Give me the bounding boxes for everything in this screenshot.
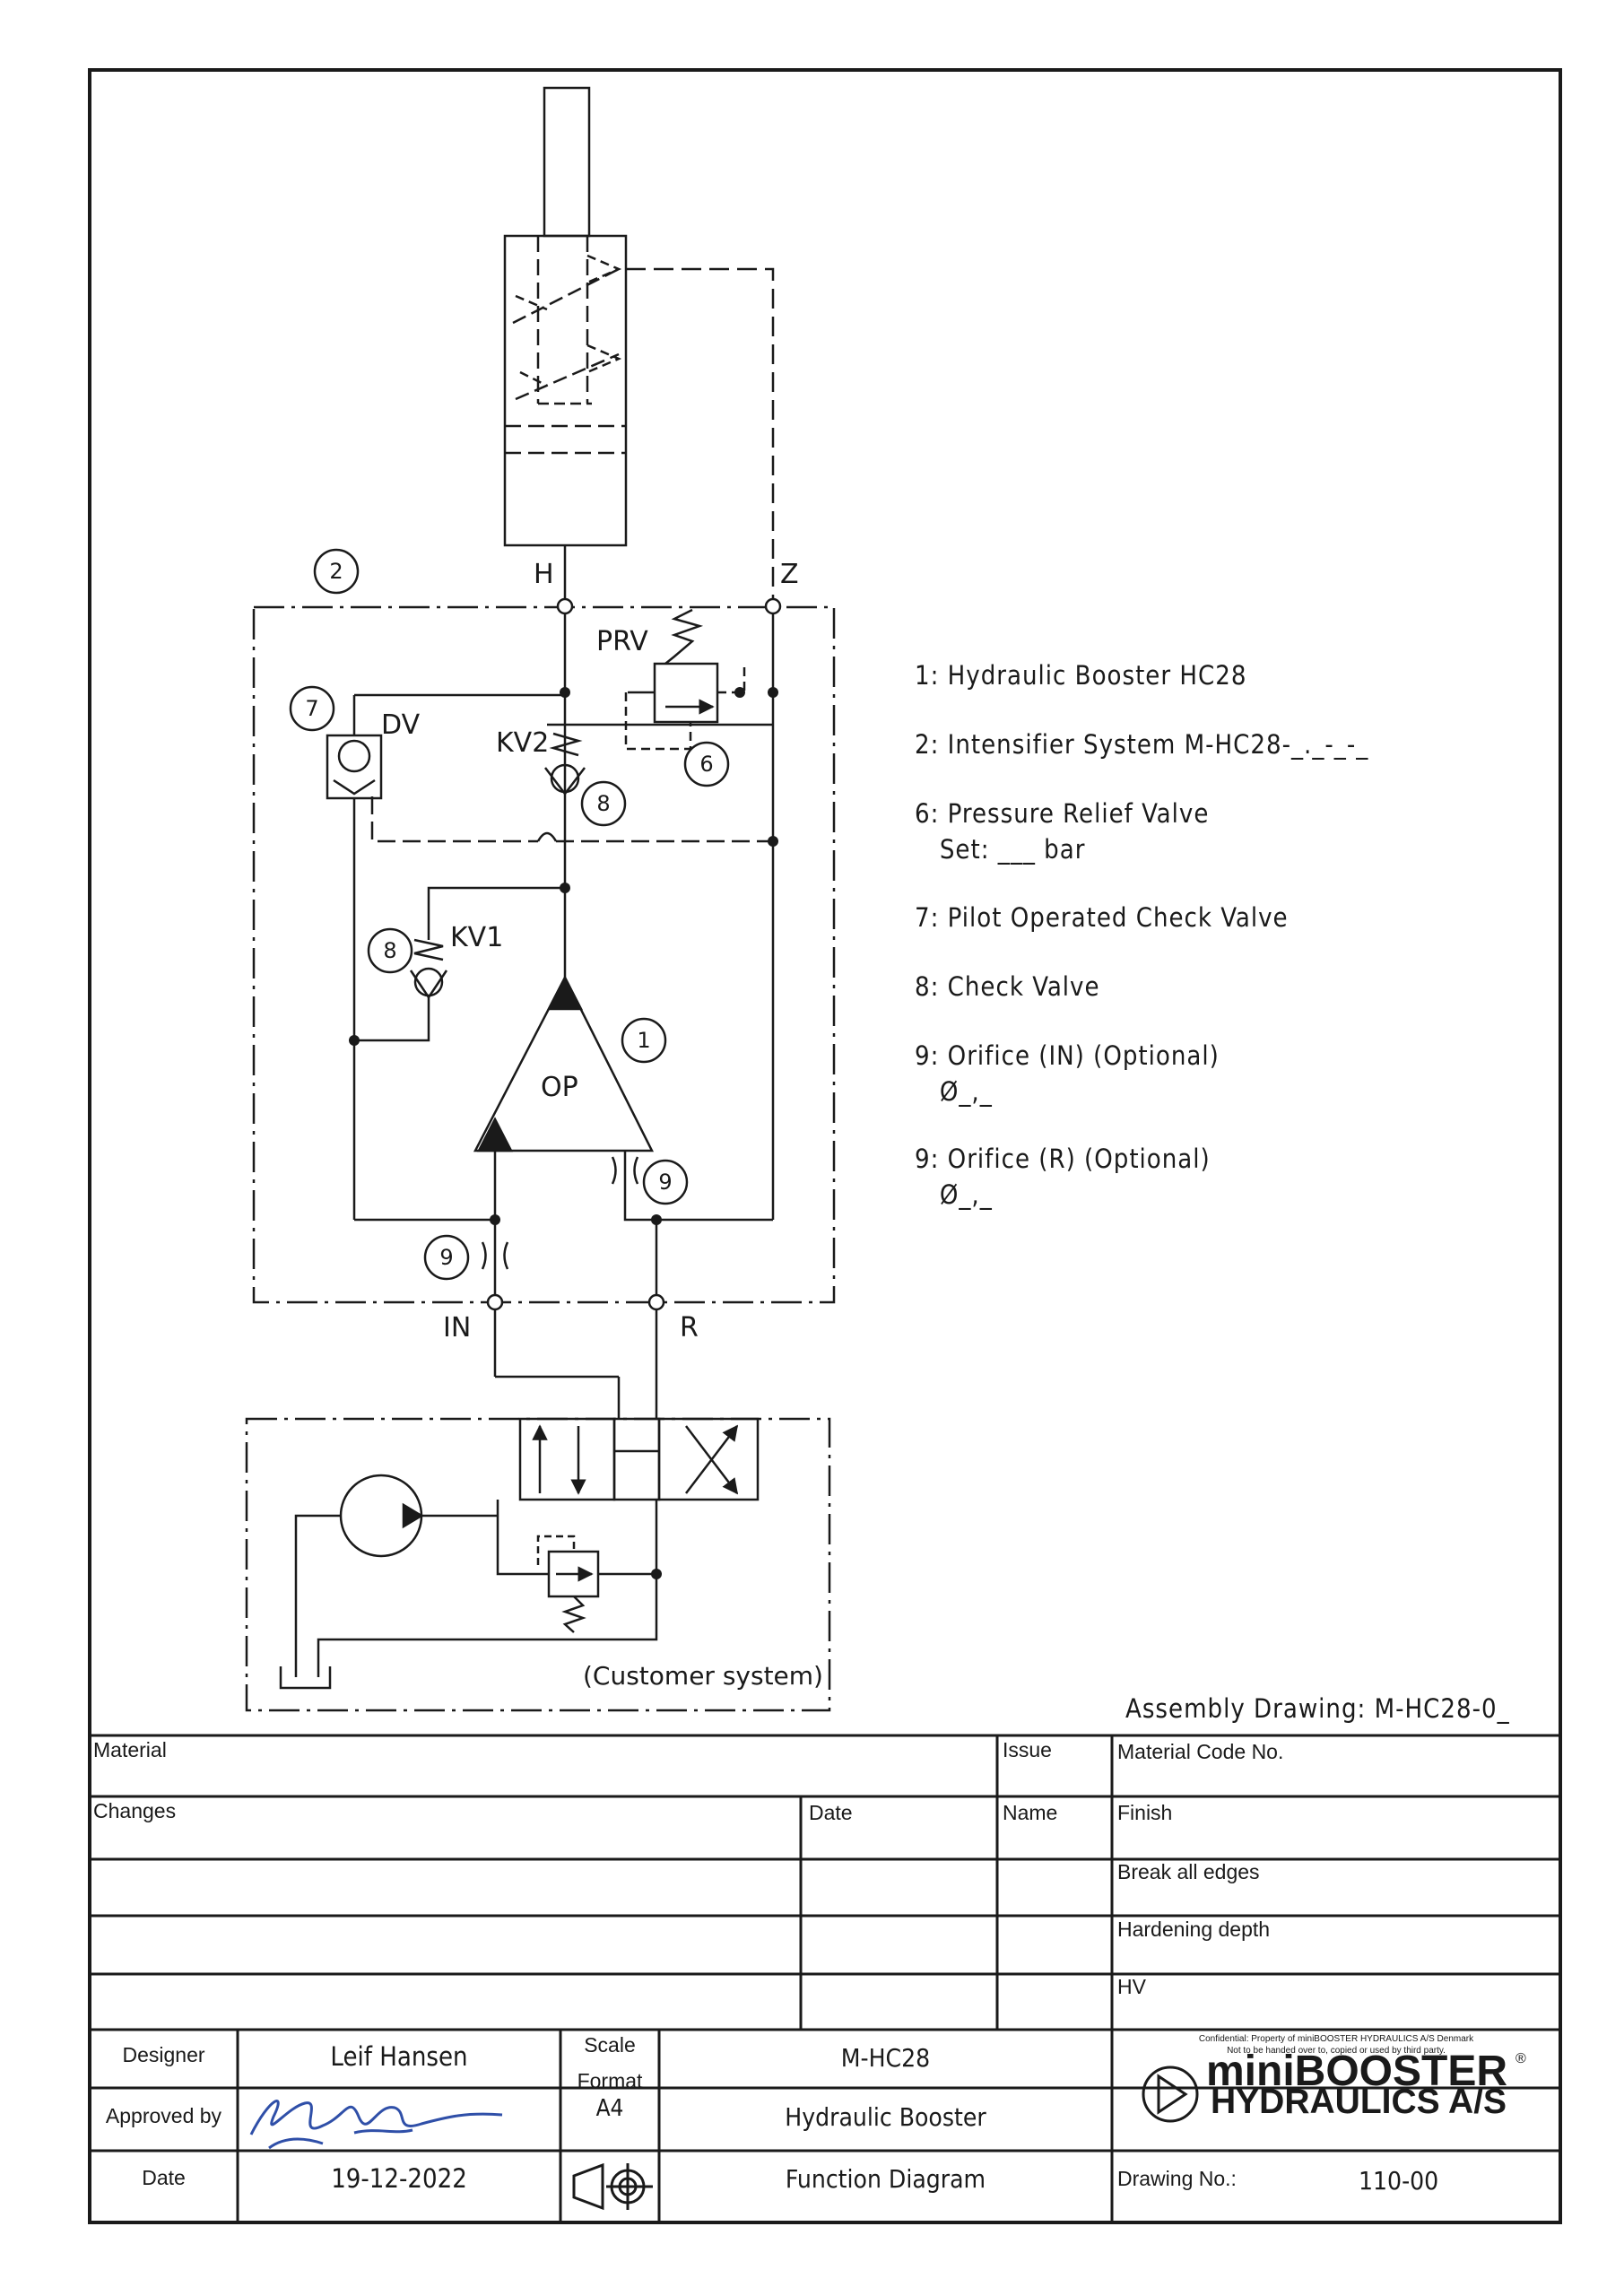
- kv2-label: KV2: [496, 727, 549, 759]
- legend-item-9-r-size: Ø_,_: [915, 1179, 993, 1210]
- kv1-label: KV1: [450, 922, 503, 953]
- drawing-no-label: Drawing No.:: [1117, 2167, 1237, 2190]
- dv-label: DV: [381, 709, 421, 741]
- material-code-label: Material Code No.: [1117, 1740, 1284, 1763]
- callout-9-in: 9: [439, 1245, 453, 1270]
- legend-item-9-in-size: Ø_,_: [915, 1076, 993, 1107]
- assembly-drawing-label: Assembly Drawing: M-HC28-0_: [1125, 1693, 1510, 1724]
- booster-triangle: [473, 975, 655, 1152]
- pressure-relief-valve: [624, 608, 746, 751]
- callout-8-kv2: 8: [596, 791, 610, 816]
- drawing-no-value: 110-00: [1359, 2166, 1439, 2196]
- callout-1: 1: [637, 1028, 650, 1053]
- callout-6: 6: [699, 752, 713, 777]
- drawing-type: Function Diagram: [785, 2164, 986, 2194]
- legend-item-8: 8: Check Valve: [915, 971, 1100, 1002]
- legend-item-9-in: 9: Orifice (IN) (Optional): [915, 1040, 1220, 1071]
- directional-valve: [518, 1417, 760, 1501]
- approved-by-label: Approved by: [105, 2104, 222, 2127]
- callout-9-r: 9: [658, 1170, 672, 1195]
- hv-label: HV: [1117, 1975, 1146, 1998]
- port-r-label: R: [680, 1312, 699, 1344]
- registered-mark: ®: [1515, 2051, 1526, 2066]
- product-name: Hydraulic Booster: [785, 2102, 986, 2132]
- hardening-label: Hardening depth: [1117, 1918, 1271, 1941]
- issue-label: Issue: [1003, 1738, 1052, 1761]
- op-label: OP: [541, 1072, 578, 1103]
- intensifier-system-boundary: [252, 605, 836, 1304]
- junction-dots: [349, 687, 778, 1579]
- designer-label: Designer: [122, 2043, 205, 2066]
- title-block-grid: [90, 1734, 1560, 2222]
- date-column-label: Date: [809, 1801, 853, 1824]
- projection-symbol-icon: [572, 2162, 653, 2211]
- legend-item-9-r: 9: Orifice (R) (Optional): [915, 1144, 1211, 1174]
- format-value: A4: [595, 2095, 624, 2122]
- name-column-label: Name: [1003, 1801, 1058, 1824]
- legend-item-6: 6: Pressure Relief Valve: [915, 798, 1210, 829]
- changes-label: Changes: [93, 1799, 177, 1822]
- scale-label: Scale: [584, 2033, 636, 2057]
- finish-label: Finish: [1117, 1801, 1173, 1824]
- callout-2: 2: [329, 559, 343, 584]
- callout-circles: [289, 548, 730, 1281]
- prv-label: PRV: [596, 626, 648, 657]
- check-valve-kv1: [354, 886, 565, 1042]
- customer-system-label: (Customer system): [583, 1661, 823, 1691]
- date-row-label: Date: [142, 2166, 186, 2189]
- designer-value: Leif Hansen: [330, 2041, 468, 2072]
- material-label: Material: [93, 1738, 167, 1761]
- legend-item-2: 2: Intensifier System M-HC28-_._-_-_: [915, 729, 1369, 760]
- port-circles: [486, 597, 782, 1311]
- company-name-line-1: miniBOOSTER: [1206, 2048, 1508, 2095]
- confidential-line-2: Not to be handed over to, copied or used…: [1227, 2046, 1446, 2056]
- legend-item-1: 1: Hydraulic Booster HC28: [915, 660, 1247, 691]
- cylinder: [503, 86, 775, 605]
- product-code: M-HC28: [840, 2043, 931, 2073]
- port-in-label: IN: [443, 1312, 471, 1344]
- pilot-check-valve-dv: [326, 693, 773, 1220]
- format-label: Format: [577, 2069, 643, 2092]
- legend-item-7: 7: Pilot Operated Check Valve: [915, 902, 1289, 933]
- customer-pump: [279, 1474, 658, 1690]
- minibooster-logo-icon: [1142, 2066, 1199, 2123]
- drawing-frame: [88, 68, 1562, 2224]
- confidential-line-1: Confidential: Property of miniBOOSTER HY…: [1198, 2034, 1474, 2044]
- callout-7: 7: [305, 696, 318, 721]
- port-z-label: Z: [780, 559, 799, 590]
- company-name-line-2: HYDRAULICS A/S: [1211, 2083, 1507, 2121]
- check-valve-kv2: [544, 723, 586, 796]
- callout-8-kv1: 8: [383, 938, 396, 963]
- break-edges-label: Break all edges: [1117, 1860, 1260, 1883]
- approver-signature: [249, 2100, 503, 2150]
- legend-item-6-set: Set: ___ bar: [915, 834, 1086, 865]
- port-h-label: H: [534, 559, 554, 590]
- date-value: 19-12-2022: [331, 2163, 467, 2194]
